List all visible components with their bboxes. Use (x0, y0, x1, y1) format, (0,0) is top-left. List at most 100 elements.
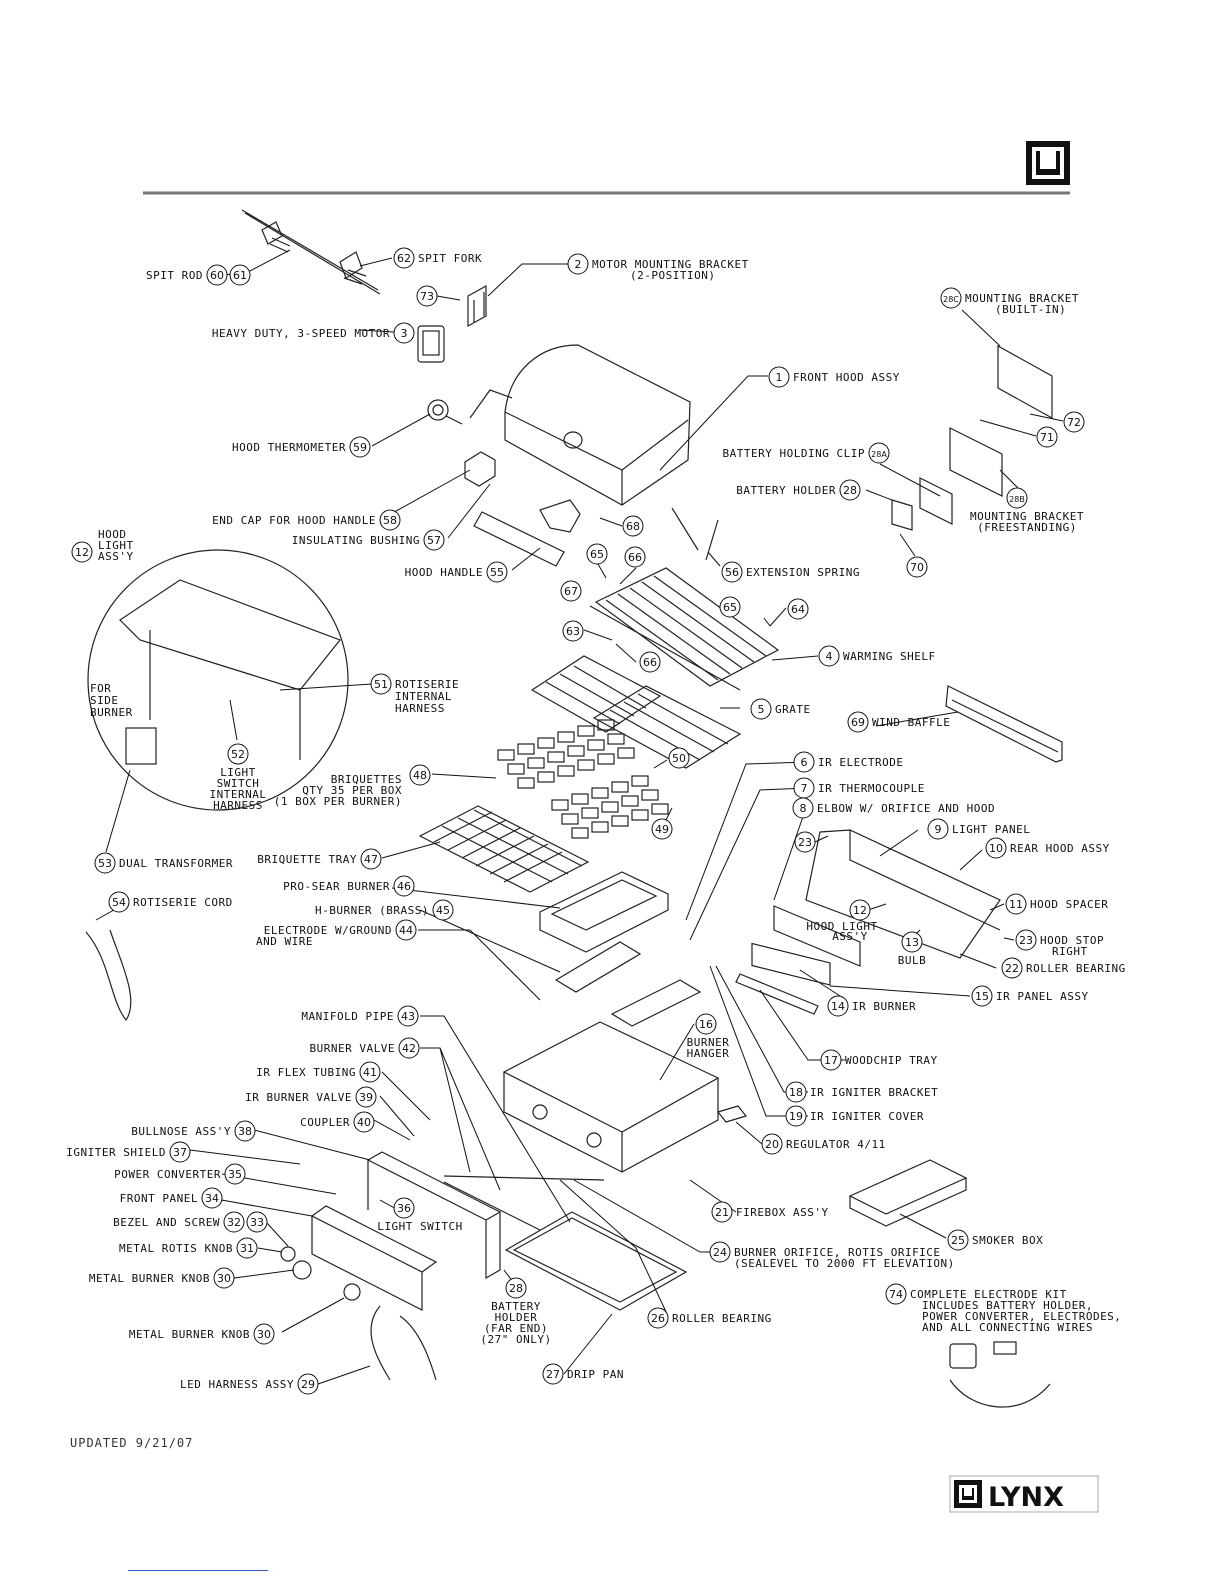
callout-number-circle (985, 837, 1007, 859)
callout-label: AND ALL CONNECTING WIRES (922, 1321, 1093, 1334)
callout-c65a: 65 (586, 543, 608, 565)
callout-number-circle (785, 1105, 807, 1127)
callout-label: FIREBOX ASS'Y (736, 1206, 829, 1219)
callout-label: QTY 35 PER BOX (302, 784, 402, 797)
callout-number: 45 (436, 904, 450, 917)
footer-link-underline (128, 1570, 268, 1571)
callout-number: 23 (798, 836, 812, 849)
callout-number: 69 (851, 716, 865, 729)
callout-number: 5 (758, 703, 765, 716)
callout-label: BULB (898, 954, 927, 967)
callout-number: 60 (210, 269, 224, 282)
callout-number-circle (393, 1197, 415, 1219)
callout-number: 68 (626, 520, 640, 533)
callout-number-circle (1001, 957, 1023, 979)
callout-label: FRONT HOOD ASSY (793, 371, 900, 384)
callout-c68: 68 (622, 515, 644, 537)
callout-number: 52 (231, 748, 245, 761)
callout-number: 66 (643, 656, 657, 669)
callout-number: 30 (257, 1328, 271, 1341)
callout-number: 72 (1067, 416, 1081, 429)
callout-label: (1 BOX PER BURNER) (274, 795, 402, 808)
callout-number-circle (622, 515, 644, 537)
callout-number-circle (947, 1229, 969, 1251)
callout-number: 39 (359, 1091, 373, 1104)
callout-number-circle (234, 1120, 256, 1142)
callout-number-circle (486, 561, 508, 583)
callout-c63: 63 (562, 620, 584, 642)
callout-number-circle (560, 580, 582, 602)
callout-number: 62 (397, 252, 411, 265)
callout-label: INCLUDES BATTERY HOLDER, (922, 1299, 1093, 1312)
callout-label: METAL BURNER KNOB (89, 1272, 210, 1285)
callout-label: EXTENSION SPRING (746, 566, 860, 579)
callout-number-circle (940, 287, 962, 309)
callout-number: 61 (233, 269, 247, 282)
callout-label: INSULATING BUSHING (292, 534, 420, 547)
callout-label: LIGHT SWITCH (377, 1220, 462, 1233)
callout-number-circle (423, 529, 445, 551)
callout-number: 35 (228, 1168, 242, 1181)
callout-label: IR IGNITER BRACKET (810, 1086, 938, 1099)
callout-c50: 50 (668, 747, 690, 769)
callout-number: 28A (871, 450, 887, 459)
callout-number: 73 (420, 290, 434, 303)
callout-number: 21 (715, 1206, 729, 1219)
callout-number-circle (906, 556, 928, 578)
callout-label: BULLNOSE ASS'Y (131, 1125, 231, 1138)
callout-c49: 49 (651, 818, 673, 840)
callout-label: BURNER VALVE (310, 1042, 395, 1055)
callout-c66a: 66 (624, 546, 646, 568)
callout-number: 65 (723, 601, 737, 614)
callout-label: DRIP PAN (567, 1368, 624, 1381)
callout-number-circle (711, 1201, 733, 1223)
callout-number-circle (355, 1086, 377, 1108)
callout-c42: 42 BURNER VALVE (310, 1037, 420, 1059)
callout-number-circle (818, 645, 840, 667)
callout-number-circle (820, 1049, 842, 1071)
callout-label: H-BURNER (BRASS) (315, 904, 429, 917)
callout-number-circle (768, 366, 790, 388)
callout-label: METAL ROTIS KNOB (119, 1242, 233, 1255)
callout-number: 8 (800, 802, 807, 815)
callout-label: IGNITER SHIELD (66, 1146, 166, 1159)
callout-number-circle (253, 1323, 275, 1345)
callout-number: 70 (910, 561, 924, 574)
callout-number: 42 (402, 1042, 416, 1055)
callout-number: 29 (301, 1378, 315, 1391)
callout-label: IR ELECTRODE (818, 756, 903, 769)
callout-number: 9 (935, 823, 942, 836)
callout-number: 53 (98, 857, 112, 870)
callout-c65b: 65 (719, 596, 741, 618)
callout-number-circle (624, 546, 646, 568)
callout-label: ROLLER BEARING (1026, 962, 1126, 975)
callout-number-circle (885, 1283, 907, 1305)
callout-label: BATTERY HOLDER (736, 484, 836, 497)
callout-label: HOOD (98, 528, 127, 541)
callout-number-circle (647, 1307, 669, 1329)
